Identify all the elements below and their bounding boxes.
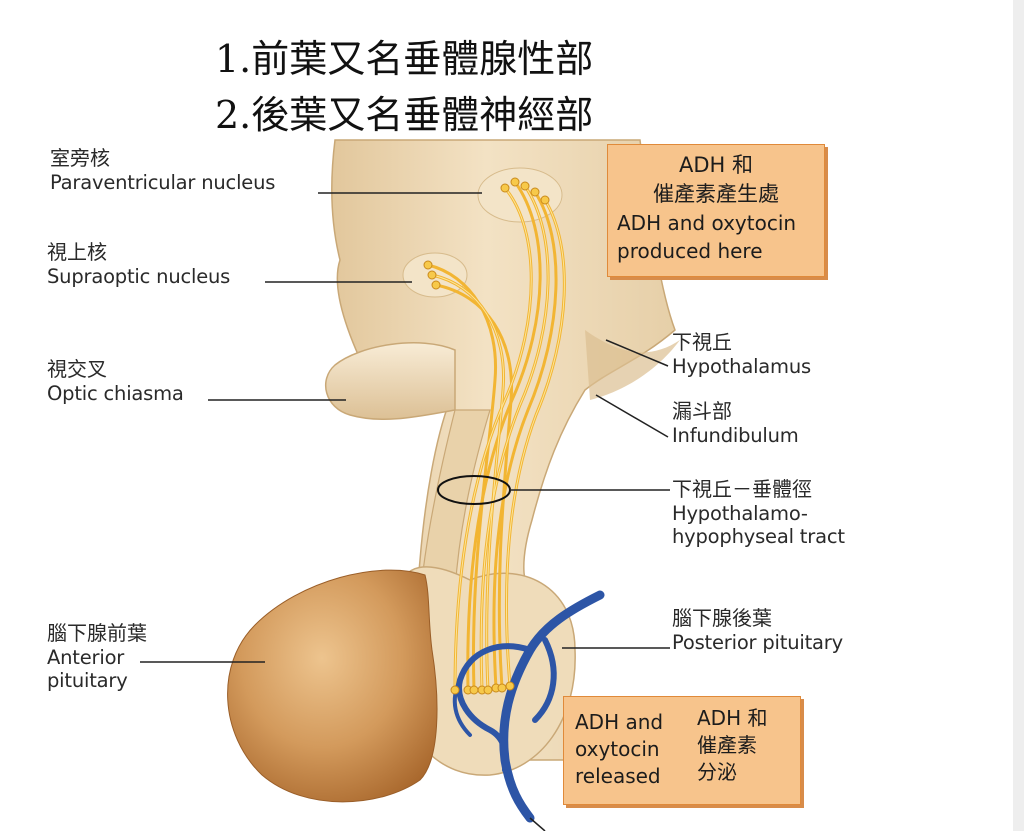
title-line-1: 1.前葉又名垂體腺性部 xyxy=(215,37,594,81)
callout-bottom-zh-1: ADH 和 xyxy=(697,706,768,730)
label-tract-en1: Hypothalamo- xyxy=(672,501,808,525)
label-anterior-pituitary-en1: Anterior xyxy=(47,645,125,669)
title-line-2: 2.後葉又名垂體神經部 xyxy=(215,93,594,137)
label-supraoptic-zh: 視上核 xyxy=(47,240,107,264)
label-infundibulum-en: Infundibulum xyxy=(672,423,799,447)
label-tract-en2: hypophyseal tract xyxy=(672,524,845,548)
label-paraventricular-zh: 室旁核 xyxy=(50,146,110,170)
nerve-terminals xyxy=(450,681,515,695)
callout-produced-here: ADH 和 催產素產生處 ADH and oxytocin produced h… xyxy=(607,144,825,277)
label-hypothalamus-zh: 下視丘 xyxy=(672,330,732,354)
label-hypothalamus: 下視丘 Hypothalamus xyxy=(672,330,811,378)
ventricle-surface xyxy=(585,330,680,400)
callout-bottom-en: ADH and oxytocin released xyxy=(575,709,663,790)
label-optic-chiasma-zh: 視交叉 xyxy=(47,357,107,381)
neuron-cell-bodies xyxy=(423,177,550,290)
label-supraoptic: 視上核 Supraoptic nucleus xyxy=(47,240,231,288)
callout-top-zh-2: 催產素產生處 xyxy=(653,182,779,206)
label-paraventricular-en: Paraventricular nucleus xyxy=(50,170,276,194)
paraventricular-nucleus xyxy=(477,167,563,223)
optic-chiasma xyxy=(325,342,456,420)
callout-bottom-en-2: oxytocin xyxy=(575,737,660,761)
label-paraventricular: 室旁核 Paraventricular nucleus xyxy=(50,146,276,194)
callout-bottom-zh-3: 分泌 xyxy=(697,760,737,784)
callout-bottom-en-3: released xyxy=(575,764,661,788)
label-infundibulum: 漏斗部 Infundibulum xyxy=(672,399,799,447)
nerve-fiber-highlights xyxy=(431,185,565,691)
leader-lines xyxy=(140,192,670,831)
label-optic-chiasma-en: Optic chiasma xyxy=(47,381,184,405)
label-anterior-pituitary-zh: 腦下腺前葉 xyxy=(47,621,147,645)
callout-top-en-1: ADH and oxytocin xyxy=(617,211,797,235)
label-infundibulum-zh: 漏斗部 xyxy=(672,399,732,423)
label-posterior-pituitary: 腦下腺後葉 Posterior pituitary xyxy=(672,606,843,654)
label-optic-chiasma: 視交叉 Optic chiasma xyxy=(47,357,184,405)
callout-released: ADH and oxytocin released ADH 和 催產素 分泌 xyxy=(563,696,801,805)
label-tract: 下視丘－垂體徑 Hypothalamo- hypophyseal tract xyxy=(672,477,845,548)
label-anterior-pituitary: 腦下腺前葉 Anterior pituitary xyxy=(47,621,147,692)
label-tract-zh: 下視丘－垂體徑 xyxy=(672,477,812,501)
callout-bottom-en-1: ADH and xyxy=(575,710,664,734)
label-anterior-pituitary-en2: pituitary xyxy=(47,668,128,692)
label-posterior-pituitary-zh: 腦下腺後葉 xyxy=(672,606,772,630)
label-posterior-pituitary-en: Posterior pituitary xyxy=(672,630,843,654)
callout-top-zh-1: ADH 和 xyxy=(678,153,753,177)
label-hypothalamus-en: Hypothalamus xyxy=(672,354,811,378)
window-right-edge xyxy=(1013,0,1024,831)
callout-top-en-2: produced here xyxy=(617,239,763,263)
callout-bottom-zh: ADH 和 催產素 分泌 xyxy=(697,705,767,786)
callout-bottom-zh-2: 催產素 xyxy=(697,733,757,757)
anterior-lobe xyxy=(227,569,438,803)
blood-vessels xyxy=(452,590,605,823)
label-supraoptic-en: Supraoptic nucleus xyxy=(47,264,231,288)
